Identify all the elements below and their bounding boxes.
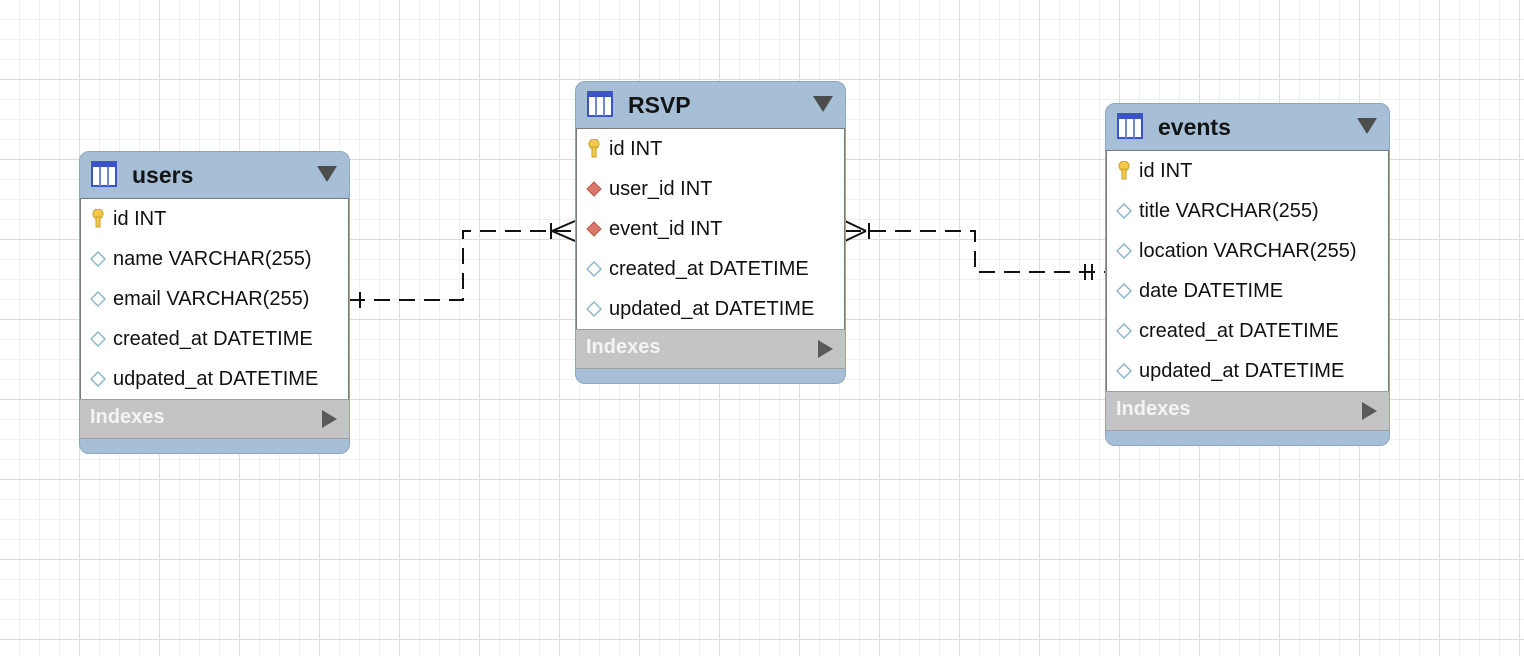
column-label: created_at DATETIME	[113, 327, 313, 350]
column-label: title VARCHAR(255)	[1139, 199, 1319, 222]
column-label: event_id INT	[609, 217, 723, 240]
column-row[interactable]: udpated_at DATETIME	[81, 359, 348, 399]
column-diamond-icon	[1111, 241, 1137, 261]
column-list: id INT title VARCHAR(255) location VARCH…	[1106, 150, 1389, 391]
table-icon	[91, 161, 117, 187]
column-label: id INT	[609, 137, 663, 160]
column-diamond-icon	[85, 369, 111, 389]
column-label: created_at DATETIME	[1139, 319, 1339, 342]
column-label: udpated_at DATETIME	[113, 367, 319, 390]
column-label: user_id INT	[609, 177, 713, 200]
column-diamond-icon	[581, 299, 607, 319]
column-label: created_at DATETIME	[609, 257, 809, 280]
column-row[interactable]: location VARCHAR(255)	[1107, 231, 1388, 271]
column-row[interactable]: event_id INT	[577, 209, 844, 249]
table-icon	[587, 91, 613, 117]
column-label: id INT	[1139, 159, 1193, 182]
column-label: email VARCHAR(255)	[113, 287, 310, 310]
column-label: location VARCHAR(255)	[1139, 239, 1357, 262]
column-row[interactable]: created_at DATETIME	[577, 249, 844, 289]
column-row[interactable]: id INT	[1107, 151, 1388, 191]
chevron-down-icon[interactable]	[813, 96, 833, 112]
indexes-label: Indexes	[586, 336, 661, 358]
table-header[interactable]: events	[1106, 104, 1389, 150]
indexes-label: Indexes	[1116, 398, 1191, 420]
column-row[interactable]: updated_at DATETIME	[1107, 351, 1388, 391]
column-row[interactable]: title VARCHAR(255)	[1107, 191, 1388, 231]
column-row[interactable]: email VARCHAR(255)	[81, 279, 348, 319]
table-footer	[80, 439, 349, 453]
column-diamond-icon	[85, 329, 111, 349]
indexes-section[interactable]: Indexes	[1106, 391, 1389, 431]
chevron-right-icon[interactable]	[1362, 402, 1377, 420]
chevron-down-icon[interactable]	[1357, 118, 1377, 134]
column-list: id INT user_id INT event_id INT created_…	[576, 128, 845, 329]
column-row[interactable]: created_at DATETIME	[81, 319, 348, 359]
column-label: name VARCHAR(255)	[113, 247, 312, 270]
relationship-users-rsvp[interactable]	[349, 220, 576, 308]
table-rsvp[interactable]: RSVP id INT user_id INT event_id INT	[575, 81, 846, 384]
column-list: id INT name VARCHAR(255) email VARCHAR(2…	[80, 198, 349, 399]
chevron-right-icon[interactable]	[322, 410, 337, 428]
table-header[interactable]: users	[80, 152, 349, 198]
indexes-label: Indexes	[90, 406, 165, 428]
column-diamond-icon	[1111, 281, 1137, 301]
column-label: date DATETIME	[1139, 279, 1284, 302]
column-diamond-icon	[581, 259, 607, 279]
column-row[interactable]: id INT	[81, 199, 348, 239]
foreign-key-icon	[581, 179, 607, 199]
column-diamond-icon	[85, 289, 111, 309]
table-events[interactable]: events id INT title VARCHAR(255) loca	[1105, 103, 1390, 446]
indexes-section[interactable]: Indexes	[80, 399, 349, 439]
column-row[interactable]: name VARCHAR(255)	[81, 239, 348, 279]
indexes-section[interactable]: Indexes	[576, 329, 845, 369]
column-diamond-icon	[85, 249, 111, 269]
primary-key-icon	[581, 139, 607, 159]
primary-key-icon	[1111, 161, 1137, 181]
column-label: id INT	[113, 207, 167, 230]
table-header[interactable]: RSVP	[576, 82, 845, 128]
column-row[interactable]: created_at DATETIME	[1107, 311, 1388, 351]
relationship-rsvp-events[interactable]	[844, 220, 1105, 280]
column-row[interactable]: updated_at DATETIME	[577, 289, 844, 329]
table-footer	[1106, 431, 1389, 445]
column-row[interactable]: date DATETIME	[1107, 271, 1388, 311]
column-diamond-icon	[1111, 361, 1137, 381]
table-title: users	[132, 162, 194, 188]
foreign-key-icon	[581, 219, 607, 239]
column-diamond-icon	[1111, 201, 1137, 221]
table-title: events	[1158, 114, 1231, 140]
chevron-down-icon[interactable]	[317, 166, 337, 182]
table-users[interactable]: users id INT name VARCHAR(255) email	[79, 151, 350, 454]
primary-key-icon	[85, 209, 111, 229]
table-icon	[1117, 113, 1143, 139]
column-diamond-icon	[1111, 321, 1137, 341]
column-label: updated_at DATETIME	[1139, 359, 1345, 382]
table-footer	[576, 369, 845, 383]
column-row[interactable]: id INT	[577, 129, 844, 169]
chevron-right-icon[interactable]	[818, 340, 833, 358]
column-label: updated_at DATETIME	[609, 297, 815, 320]
table-title: RSVP	[628, 92, 691, 118]
column-row[interactable]: user_id INT	[577, 169, 844, 209]
